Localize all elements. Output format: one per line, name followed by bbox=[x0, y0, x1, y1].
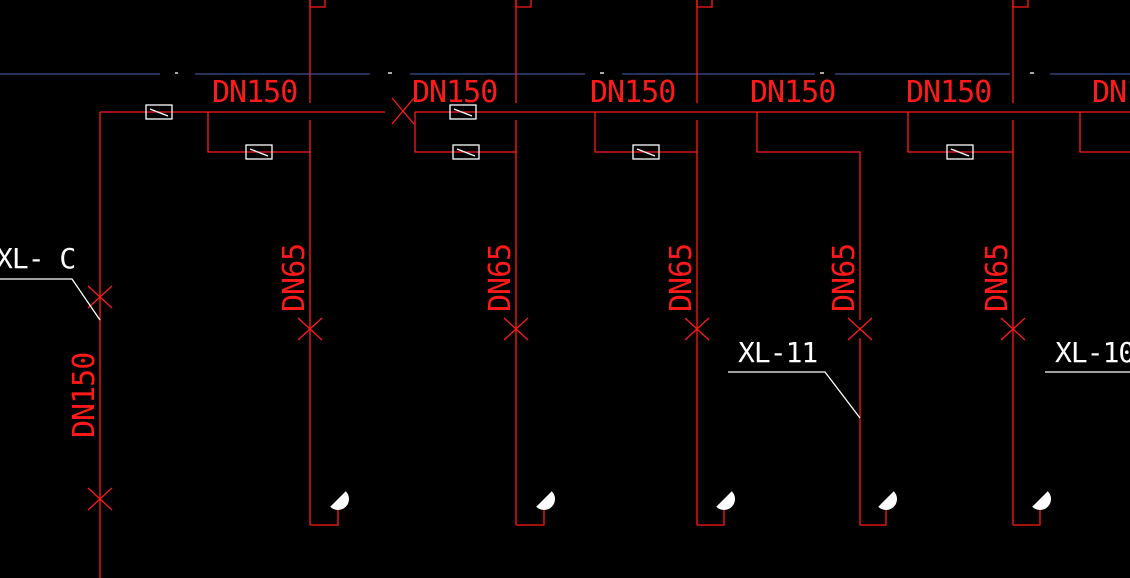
pipe-cross-icon bbox=[297, 317, 323, 341]
riser-label: DN65 bbox=[664, 244, 699, 312]
dashed-header-line bbox=[0, 72, 1130, 75]
main-pipe-label: DN150 bbox=[750, 75, 835, 110]
gate-valve-icon bbox=[245, 144, 273, 160]
leader-label-middle: XL-11 bbox=[738, 336, 817, 369]
riser-label: DN65 bbox=[980, 244, 1015, 312]
pipe-cross-icon bbox=[503, 317, 529, 341]
leader-lines bbox=[0, 278, 1130, 419]
leader-label-left: XL- C bbox=[0, 242, 75, 275]
gate-valve-icon bbox=[452, 144, 480, 160]
pressure-gauge-icon bbox=[326, 487, 349, 510]
left-riser-label: DN150 bbox=[67, 353, 102, 438]
vertical-drops bbox=[309, 120, 1014, 525]
main-pipe-label: DN150 bbox=[212, 75, 297, 110]
pipe-cross-icon bbox=[87, 285, 113, 309]
pressure-gauge-icon bbox=[1028, 487, 1051, 510]
pressure-gauge-icon bbox=[874, 487, 897, 510]
pipe-cross-icon bbox=[684, 317, 710, 341]
leader-label-right: XL-10 bbox=[1055, 336, 1130, 369]
gate-valve-icon bbox=[449, 104, 477, 120]
riser-label: DN65 bbox=[483, 244, 518, 312]
riser-label: DN65 bbox=[827, 244, 862, 312]
pipe-cross-icon bbox=[87, 487, 113, 511]
riser-label: DN65 bbox=[277, 244, 312, 312]
gate-valve-icon bbox=[946, 144, 974, 160]
main-pipe-label: DN150 bbox=[590, 75, 675, 110]
branch-loops bbox=[207, 112, 1130, 320]
pressure-gauge-icon bbox=[712, 487, 735, 510]
gate-valve-icon bbox=[632, 144, 660, 160]
pipe-cross-icon bbox=[847, 317, 873, 341]
main-pipe-label: DN1 bbox=[1092, 75, 1130, 110]
pipe-cross-icon bbox=[391, 97, 415, 125]
gauge-connections bbox=[310, 510, 1041, 526]
main-pipe-label: DN150 bbox=[412, 75, 497, 110]
pipe-cross-icon bbox=[1000, 317, 1026, 341]
pressure-gauge-icon bbox=[532, 487, 555, 510]
main-pipe-label: DN150 bbox=[906, 75, 991, 110]
gate-valve-icon bbox=[145, 104, 173, 120]
top-risers bbox=[309, 0, 1029, 103]
